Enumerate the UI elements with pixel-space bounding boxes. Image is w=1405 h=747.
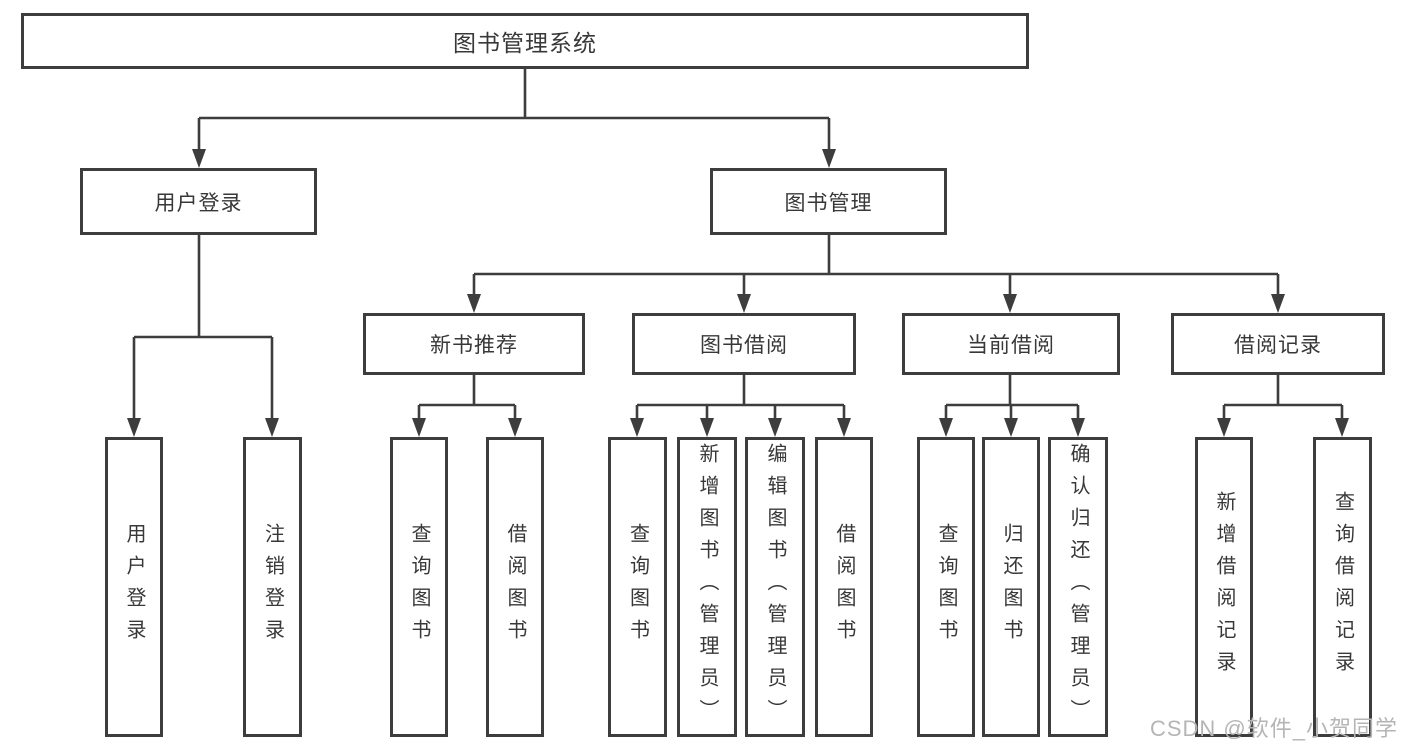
leaf-borrow-books-borrowing: 借阅图书 <box>815 437 873 737</box>
leaf-query-books-recommend: 查询图书 <box>390 437 448 737</box>
leaf-label: 注销登录 <box>261 523 284 651</box>
node-book-management: 图书管理 <box>710 168 947 235</box>
leaf-add-borrow-record: 新增借阅记录 <box>1195 437 1253 737</box>
leaf-return-books: 归还图书 <box>982 437 1040 737</box>
node-current-borrowing: 当前借阅 <box>902 313 1120 375</box>
leaf-label: 查询图书 <box>408 523 430 651</box>
leaf-label: 确认归还（管理员） <box>1067 443 1089 731</box>
node-label: 图书管理系统 <box>453 30 597 56</box>
leaf-label: 借阅图书 <box>833 523 855 651</box>
node-book-borrowing: 图书借阅 <box>632 313 856 375</box>
node-label: 借阅记录 <box>1234 334 1322 357</box>
leaf-edit-book-admin: 编辑图书（管理员） <box>745 437 805 737</box>
leaf-label: 新增图书（管理员） <box>696 443 718 731</box>
leaf-label: 查询图书 <box>626 523 649 651</box>
leaf-logout: 注销登录 <box>243 437 302 737</box>
leaf-borrow-books-recommend: 借阅图书 <box>486 437 544 737</box>
leaf-label: 新增借阅记录 <box>1213 491 1235 683</box>
leaf-label: 编辑图书（管理员） <box>764 443 786 731</box>
node-label: 当前借阅 <box>967 334 1055 357</box>
leaf-label: 借阅图书 <box>504 523 526 651</box>
leaf-add-book-admin: 新增图书（管理员） <box>677 437 737 737</box>
leaf-query-books-borrowing: 查询图书 <box>608 437 667 737</box>
node-user-login: 用户登录 <box>80 168 317 235</box>
leaf-label: 用户登录 <box>123 523 145 651</box>
node-label: 图书借阅 <box>700 334 788 357</box>
leaf-user-login: 用户登录 <box>105 437 163 737</box>
node-library-management-system: 图书管理系统 <box>21 13 1029 69</box>
leaf-query-books-current: 查询图书 <box>917 437 975 737</box>
watermark: CSDN @软件_小贺同学 <box>1149 716 1398 741</box>
node-new-book-recommendation: 新书推荐 <box>363 313 585 375</box>
leaf-label: 归还图书 <box>1000 523 1022 651</box>
node-label: 新书推荐 <box>430 334 518 357</box>
node-label: 用户登录 <box>154 191 243 215</box>
leaf-label: 查询图书 <box>935 523 957 651</box>
node-label: 图书管理 <box>784 191 873 215</box>
leaf-label: 查询借阅记录 <box>1331 491 1354 683</box>
leaf-query-borrow-record: 查询借阅记录 <box>1313 437 1372 737</box>
leaf-confirm-return-admin: 确认归还（管理员） <box>1048 437 1108 737</box>
node-borrowing-records: 借阅记录 <box>1171 313 1385 375</box>
